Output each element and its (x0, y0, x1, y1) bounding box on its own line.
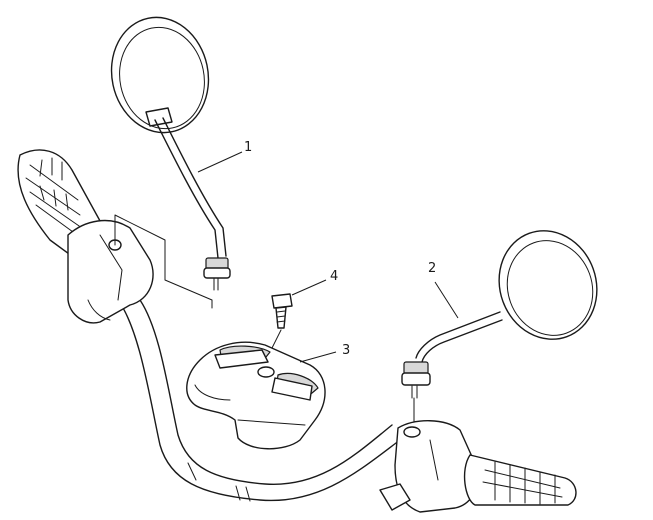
leader-1 (197, 151, 243, 173)
callout-2: 2 (428, 261, 437, 276)
install-guide-left (114, 214, 213, 309)
callout-3: 3 (342, 343, 351, 358)
callout-4: 4 (330, 269, 339, 284)
right-grip (463, 454, 577, 506)
leader-3 (299, 351, 337, 363)
right-switch-housing (379, 420, 479, 513)
bolt (269, 293, 293, 353)
mirror-left (110, 16, 231, 291)
handlebar (117, 299, 401, 502)
leader-4 (291, 279, 327, 296)
leader-2 (434, 281, 459, 319)
mirror-right (401, 230, 598, 426)
callout-1: 1 (244, 140, 253, 155)
cover-bracket (186, 341, 326, 450)
left-switch-housing (67, 219, 154, 324)
